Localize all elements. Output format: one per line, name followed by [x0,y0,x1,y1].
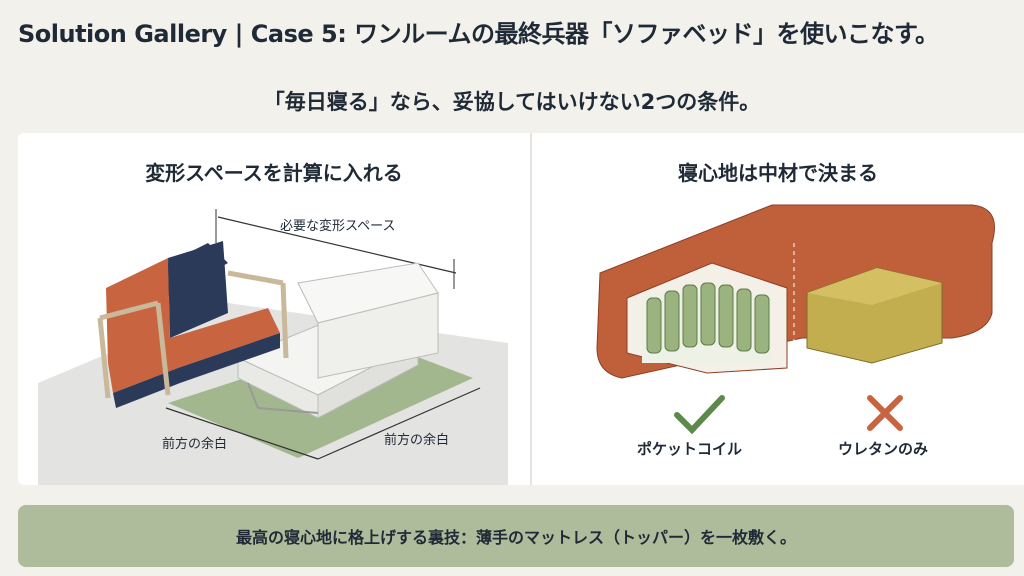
sofa-bed-illustration [38,209,508,485]
page-title: Solution Gallery | Case 5: ワンルームの最終兵器「ソフ… [18,20,939,48]
pocket-coils [642,282,772,363]
panel-heading: 寝心地は中材で決まる [678,161,878,185]
cross-icon [867,395,903,431]
check-icon [674,395,725,435]
panel-divider [530,133,532,485]
required-space-label: 必要な変形スペース [280,219,396,234]
panel-transform-space: 変形スペースを計算に入れる 必要な変形スペース 前方の余白 前方の余白 [18,133,530,485]
front-margin-label-left: 前方の余白 [162,437,228,452]
page-subtitle: 「毎日寝る」なら、妥協してはいけない2つの条件。 [263,90,761,114]
option-label-pocket-coil: ポケットコイル [637,440,743,458]
front-margin-label-right: 前方の余白 [384,433,450,448]
mattress-cutaway-illustration [596,204,995,435]
option-label-urethane: ウレタンのみ [838,440,929,458]
tip-banner: 最高の寝心地に格上げする裏技：薄手のマットレス（トッパー）を一枚敷く。 [18,505,1014,567]
panel-filling-material: 寝心地は中材で決まる ポケットコイル ウレタンのみ [532,133,1024,485]
tip-text: 最高の寝心地に格上げする裏技：薄手のマットレス（トッパー）を一枚敷く。 [235,528,796,547]
panel-heading: 変形スペースを計算に入れる [145,161,403,185]
